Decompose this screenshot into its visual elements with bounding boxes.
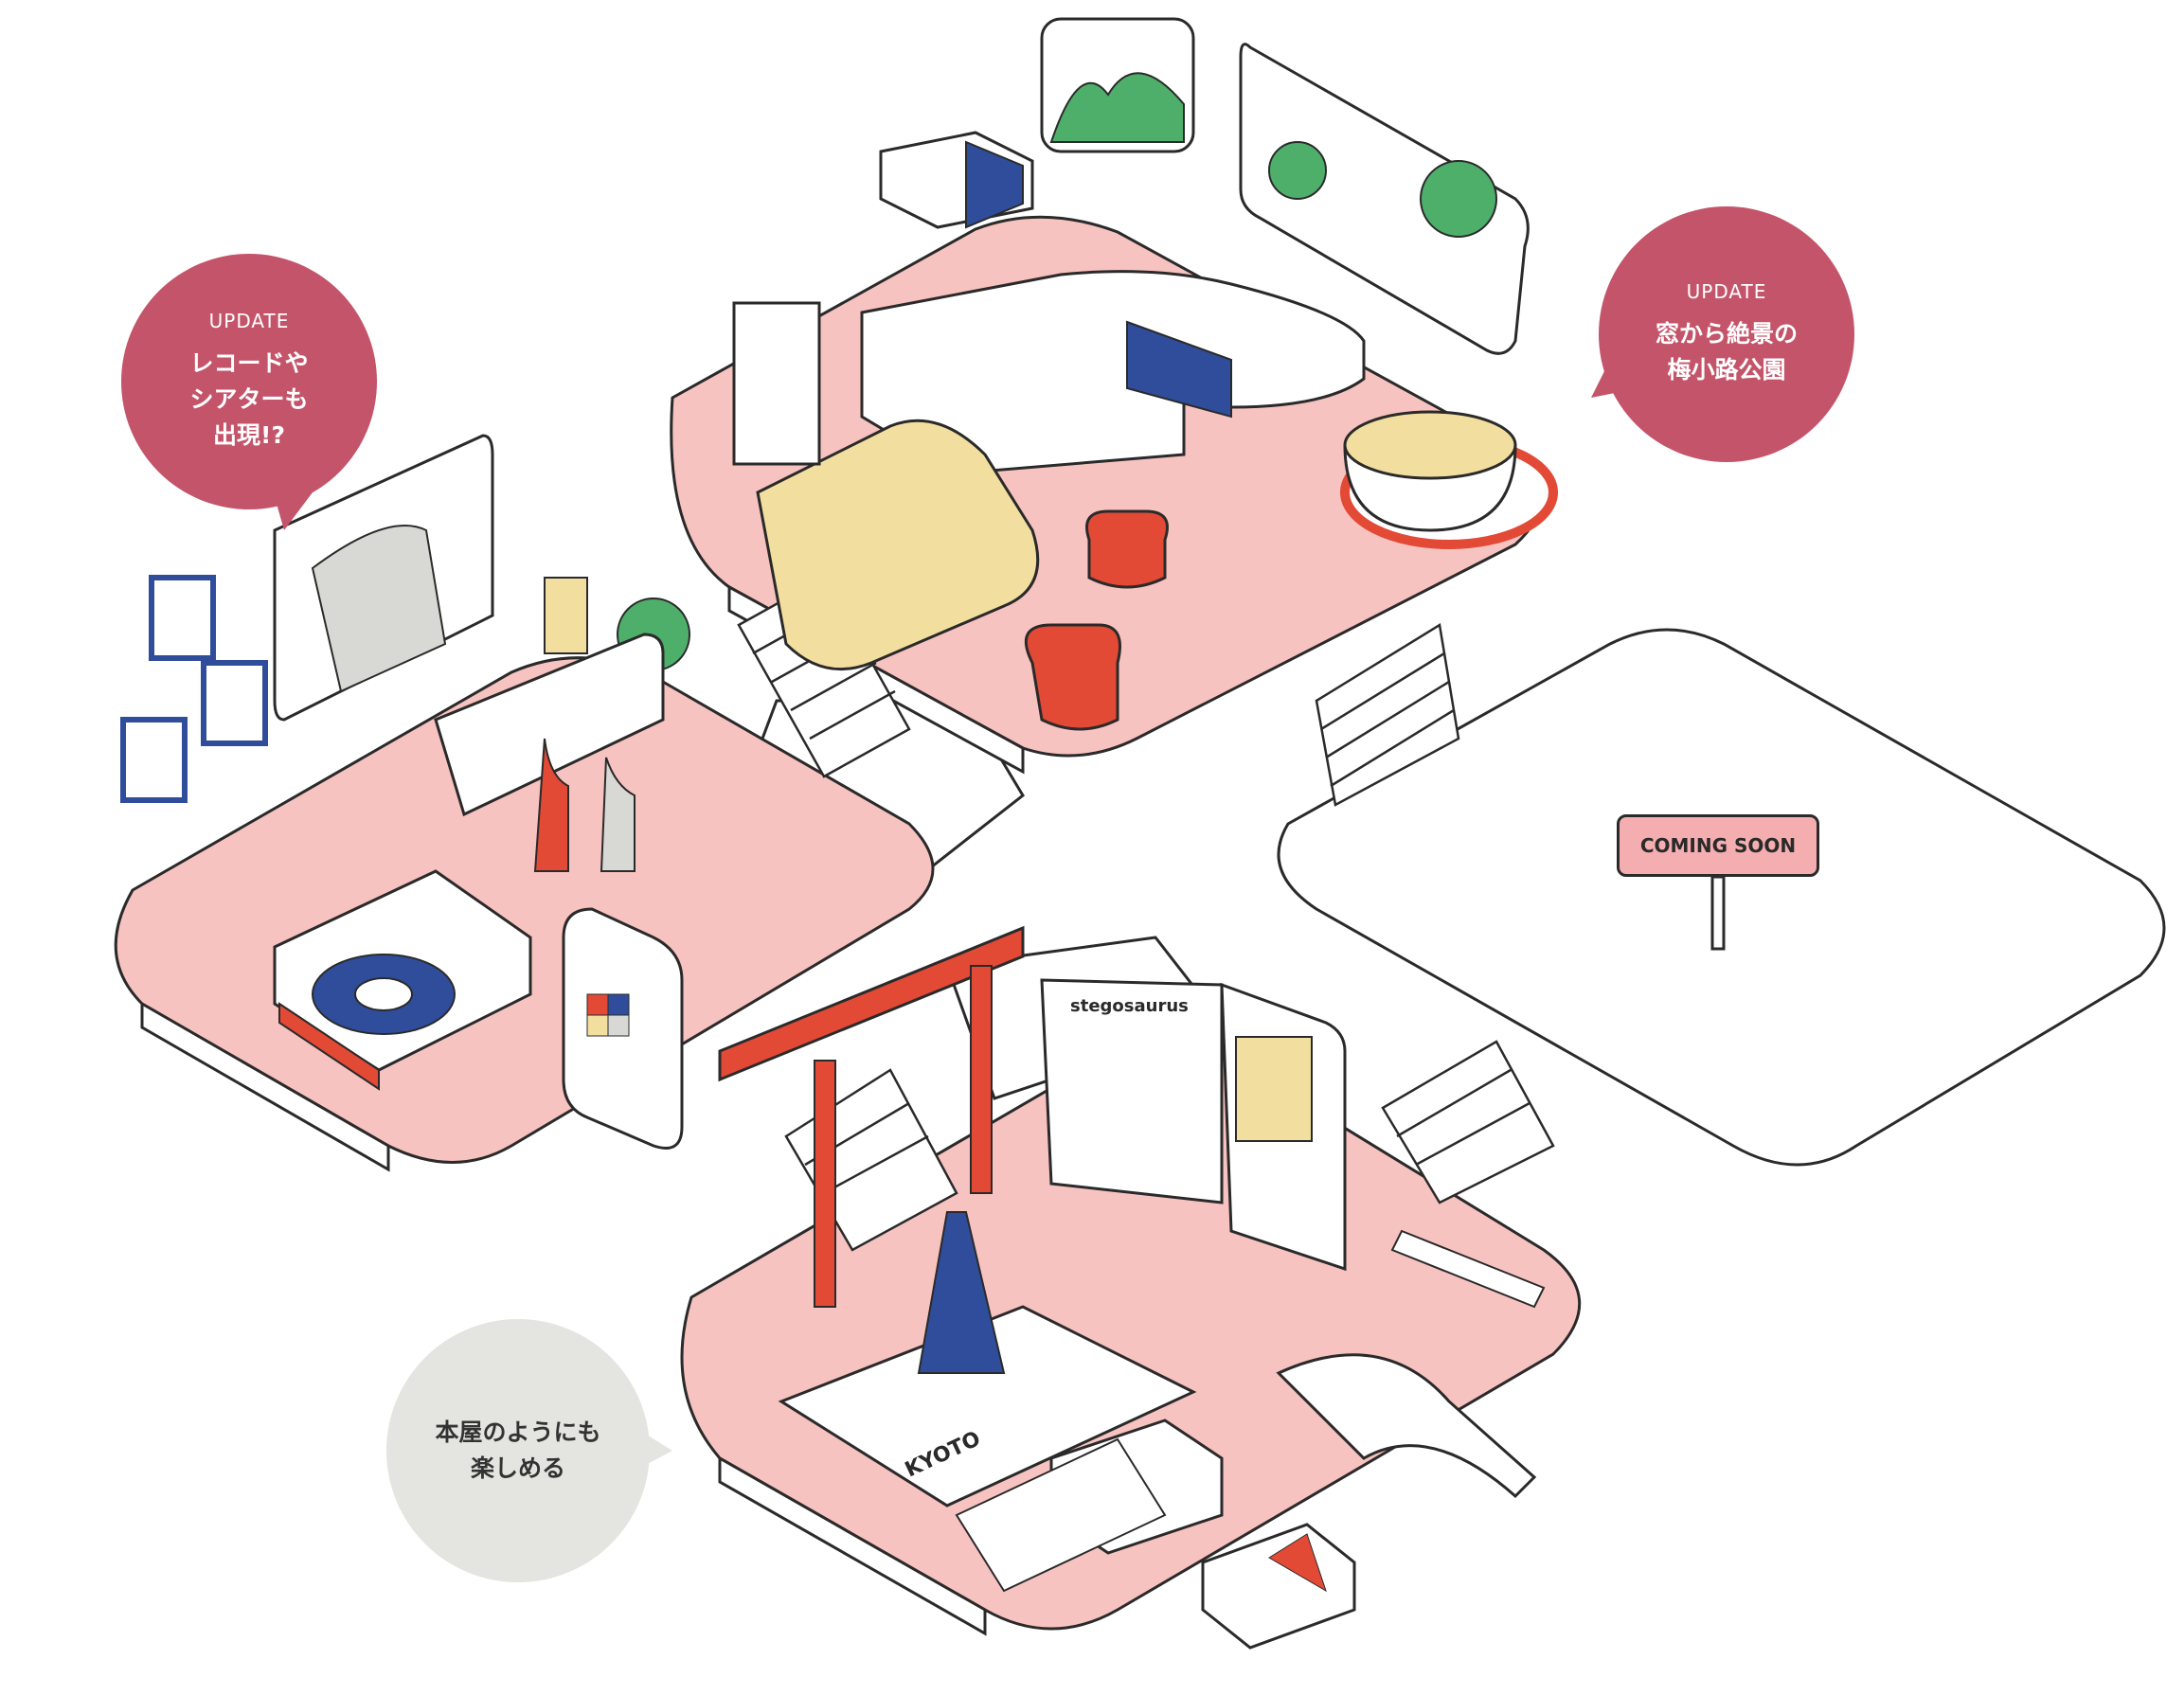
bubble-line: 本屋のようにも [435,1418,601,1446]
bubble-tag: UPDATE [208,310,290,332]
bubble-tail [275,492,313,530]
bubble-tag: UPDATE [1686,280,1767,303]
book-scene: KYOTO stegosaurus [718,925,1546,1650]
cafe-counter [860,270,1366,475]
cafe-scene [732,17,1558,731]
coming-soon-floor [1277,628,2166,1167]
bubble-line: 楽しめる [470,1454,565,1482]
torii-gate [718,925,1025,1082]
sofa [434,633,665,817]
mannequin [600,757,636,872]
book-cover-title: stegosaurus [1070,996,1189,1016]
bubble-tail [640,1432,672,1468]
bubble-line: 出現!? [213,421,285,449]
bubble-line: 梅小路公園 [1667,356,1786,384]
book-display [955,1437,1167,1593]
pagoda [917,1211,1006,1374]
bubble-tail [1591,369,1629,398]
dinosaur-book-left [1040,978,1224,1204]
coming-soon-sign: COMING SOON [1617,814,1819,877]
bubble-line: 窓から絶景の [1655,320,1798,348]
sign-post [1710,875,1726,951]
speaker-icon [544,577,588,654]
pudding-stool [1024,623,1121,731]
poster-frame [201,660,268,746]
book-stack [1201,1523,1356,1650]
tree-icon [1049,72,1185,143]
record-scene [120,434,690,1150]
mannequin [533,738,569,872]
bubble-books: 本屋のようにも 楽しめる [386,1319,650,1582]
bookshelf [732,301,821,466]
bubble-line: レコードや [189,349,309,377]
poster-frame [120,717,188,803]
pudding-stool [1085,509,1169,589]
poster-frame [149,575,216,661]
book-slide [1276,1353,1537,1499]
window-large [1239,43,1530,355]
tree-icon [1268,141,1327,200]
update-bubble-records: UPDATE レコードや シアターも 出現!? [121,254,377,509]
climbing-sofa [756,419,1040,671]
bubble-line: シアターも [189,385,309,413]
book-display [1390,1229,1546,1309]
update-bubble-window: UPDATE 窓から絶景の 梅小路公園 [1599,206,1854,462]
stairs [737,576,1555,1252]
tree-icon [1420,160,1497,238]
